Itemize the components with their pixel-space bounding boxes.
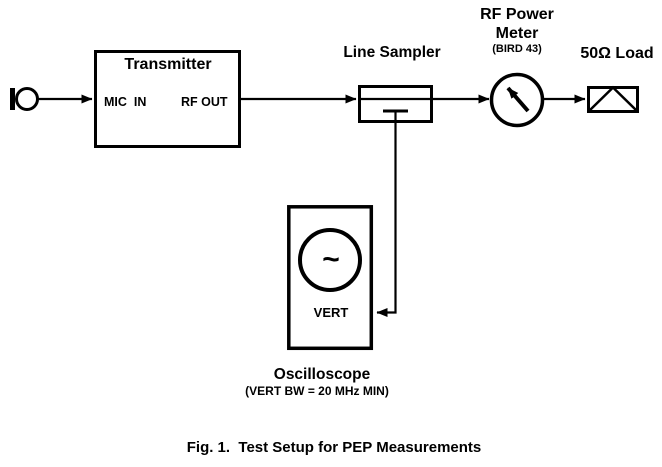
rf-power-meter-model-note: (BIRD 43) — [492, 43, 542, 55]
transmitter-box — [94, 50, 241, 148]
oscilloscope-bandwidth-note: (VERT BW = 20 MHz MIN) — [245, 384, 389, 398]
line-sampler-box — [358, 85, 433, 123]
rf-power-meter-label-line2: Meter — [495, 25, 539, 42]
sampler-to-scope-arrow — [376, 112, 397, 317]
dummy-load-icon — [587, 85, 639, 113]
oscilloscope-screen-icon — [298, 228, 362, 292]
line-sampler-label: Line Sampler — [343, 44, 441, 61]
rf-power-meter-dial-icon — [489, 72, 545, 128]
oscilloscope-vert-port-label: VERT — [313, 305, 349, 320]
transmitter-mic-in-port-label: MIC IN — [104, 95, 147, 109]
sine-wave-symbol: ~ — [322, 243, 340, 276]
transmitter-rf-out-port-label: RF OUT — [181, 95, 228, 109]
rf-power-meter-label-line1: RF Power — [480, 6, 554, 23]
oscilloscope-label: Oscilloscope — [273, 366, 371, 383]
dummy-load-label: 50Ω Load — [580, 45, 654, 62]
transmitter-title: Transmitter — [124, 56, 212, 73]
load-triangle — [587, 85, 639, 113]
oscilloscope-box — [287, 205, 374, 351]
microphone-icon — [10, 87, 39, 111]
meter-needle-icon — [506, 86, 530, 113]
figure-caption: Fig. 1. Test Setup for PEP Measurements — [186, 439, 482, 456]
